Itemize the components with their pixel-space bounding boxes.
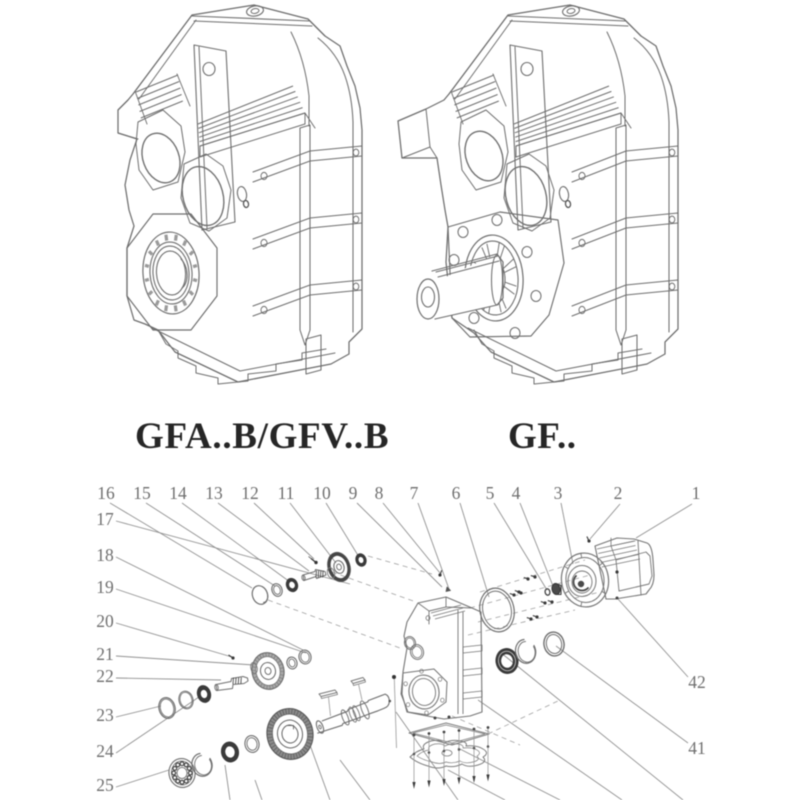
svg-text:4: 4 bbox=[512, 483, 521, 503]
svg-text:14: 14 bbox=[169, 483, 187, 503]
svg-text:8: 8 bbox=[375, 483, 384, 503]
svg-text:42: 42 bbox=[688, 672, 706, 692]
svg-text:12: 12 bbox=[241, 483, 259, 503]
svg-text:20: 20 bbox=[96, 611, 114, 631]
svg-text:7: 7 bbox=[410, 483, 419, 503]
svg-text:25: 25 bbox=[96, 775, 114, 795]
svg-text:24: 24 bbox=[96, 741, 114, 761]
svg-text:3: 3 bbox=[554, 483, 563, 503]
svg-text:18: 18 bbox=[96, 545, 114, 565]
svg-text:5: 5 bbox=[486, 483, 495, 503]
svg-text:22: 22 bbox=[96, 666, 114, 686]
svg-text:11: 11 bbox=[278, 483, 295, 503]
svg-text:19: 19 bbox=[96, 577, 114, 597]
svg-text:13: 13 bbox=[205, 483, 223, 503]
svg-text:1: 1 bbox=[692, 483, 701, 503]
svg-text:17: 17 bbox=[96, 509, 114, 529]
svg-text:16: 16 bbox=[97, 483, 115, 503]
svg-text:41: 41 bbox=[688, 738, 706, 758]
svg-text:GFA..B/GFV..B: GFA..B/GFV..B bbox=[135, 416, 390, 457]
svg-text:6: 6 bbox=[452, 483, 461, 503]
svg-text:GF..: GF.. bbox=[508, 416, 576, 457]
svg-text:9: 9 bbox=[349, 483, 358, 503]
svg-text:21: 21 bbox=[96, 644, 114, 664]
svg-text:2: 2 bbox=[614, 483, 623, 503]
svg-text:10: 10 bbox=[313, 483, 331, 503]
svg-text:15: 15 bbox=[133, 483, 151, 503]
svg-text:23: 23 bbox=[96, 705, 114, 725]
